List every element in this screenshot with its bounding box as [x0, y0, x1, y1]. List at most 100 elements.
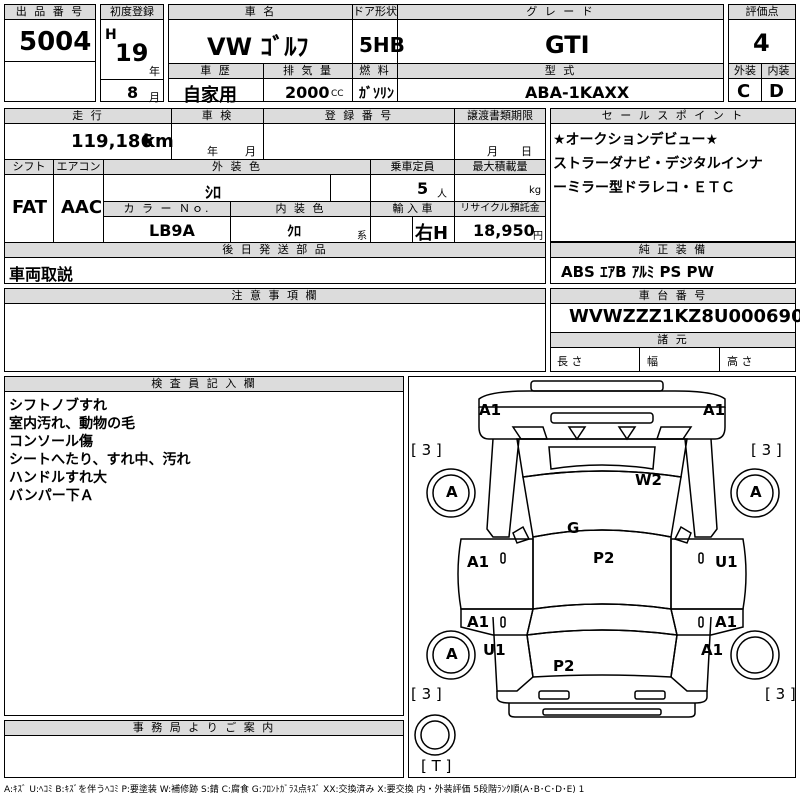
exterior-value: C: [737, 81, 751, 102]
capacity-value: 5: [417, 179, 429, 198]
chassis-box: 車 台 番 号 WVWZZZ1KZ8U000690 諸 元 長 さ 幅 高 さ: [550, 288, 800, 372]
genuine-equipment-label: 純 正 装 備: [551, 243, 795, 257]
sales-point-box: セ ー ル ス ポ イ ン ト ★オークションデビュー★ ストラーダナビ・デジタ…: [550, 108, 796, 242]
history-value: 自家用: [183, 85, 237, 106]
month-value: 8: [127, 83, 139, 102]
vehicle-details-box: 走 行 車 検 登 録 番 号 譲渡書類期限 119,186 km 年 月 月 …: [4, 108, 546, 284]
recycle-fee-label: リサイクル預託金: [455, 202, 545, 216]
chassis-value: WVWZZZ1KZ8U000690: [569, 306, 800, 327]
grade-label: グ レ ー ド: [398, 5, 723, 19]
inspector-line-5: ハンドルすれ大: [9, 470, 107, 486]
tread-rear-left: [ 3 ]: [411, 685, 442, 703]
car-diagram: [414, 380, 780, 756]
later-shipped-value: 車両取説: [9, 265, 74, 284]
mileage-unit: km: [143, 131, 174, 152]
width-label: 幅: [647, 355, 658, 368]
mark-front-left: A1: [479, 401, 502, 419]
mark-trunk: P2: [553, 657, 575, 675]
tread-front-right: [ 3 ]: [751, 441, 782, 459]
mark-hood: G: [567, 519, 580, 537]
interior-value: D: [769, 81, 784, 102]
fuel-value: ｶﾞｿﾘﾝ: [359, 86, 394, 102]
mark-front-right: A1: [703, 401, 726, 419]
first-registration-label: 初度登録: [101, 5, 163, 19]
later-shipped-label: 後 日 発 送 部 品: [5, 243, 545, 257]
displacement-unit: CC: [331, 89, 344, 99]
mark-door-fl: A1: [467, 553, 490, 571]
fuel-label: 燃 料: [353, 64, 397, 78]
interior-label: 内装: [762, 64, 795, 78]
lot-number-box: 出 品 番 号 5004: [4, 4, 96, 102]
notes-label: 注 意 事 項 欄: [5, 289, 545, 303]
lot-number-label: 出 品 番 号: [5, 5, 95, 19]
model-label: 型 式: [398, 64, 723, 78]
mark-quarter-right: A1: [701, 641, 724, 659]
sales-point-label: セ ー ル ス ポ イ ン ト: [551, 109, 795, 123]
inspector-line-6: バンパー下Ａ: [9, 488, 94, 504]
displacement-value: 2000: [285, 83, 330, 102]
tread-front-left: [ 3 ]: [411, 441, 442, 459]
score-label: 評価点: [729, 5, 795, 19]
damage-diagram-box: A1 A1 [ 3 ] [ 3 ] A A W2 G P2 A1 U1 A1 A…: [408, 376, 796, 778]
max-load-unit: kg: [529, 185, 542, 196]
car-name-value: VW ｺﾞﾙﾌ: [207, 33, 309, 61]
specs-label: 諸 元: [551, 333, 795, 347]
model-value: ABA-1KAXX: [525, 83, 630, 102]
inspector-line-1: シフトノブすれ: [9, 398, 107, 414]
capacity-unit: 人: [437, 189, 447, 200]
inspector-line-2: 室内汚れ、動物の毛: [9, 416, 136, 432]
transfer-day-unit: 日: [521, 145, 532, 158]
sales-point-line-3: ーミラー型ドラレコ・ＥＴＣ: [553, 180, 735, 196]
inspector-line-3: コンソール傷: [9, 434, 93, 450]
exterior-color-value: ｼﾛ: [205, 183, 222, 202]
legend-text: A:ｷｽﾞ U:ﾍｺﾐ B:ｷｽﾞを伴うﾍｺﾐ P:要塗装 W:補修跡 S:錆 …: [4, 785, 585, 795]
max-load-label: 最大積載量: [455, 160, 545, 174]
office-info-label: 事 務 局 よ り ご 案 内: [5, 721, 403, 735]
mark-door-fr: U1: [715, 553, 738, 571]
mark-roof: P2: [593, 549, 615, 567]
score-value: 4: [753, 29, 770, 57]
shift-label: シフト: [5, 160, 53, 174]
interior-color-unit: 系: [357, 231, 367, 242]
exterior-label: 外装: [729, 64, 761, 78]
registration-number-label: 登 録 番 号: [264, 109, 454, 123]
era-value: H: [105, 27, 117, 43]
inspection-month-unit: 月: [245, 145, 256, 158]
color-number-value: LB9A: [149, 221, 195, 240]
interior-color-value: ｸﾛ: [287, 224, 301, 240]
history-label: 車 歴: [169, 64, 263, 78]
first-registration-box: 初度登録 H 19 年 8 月: [100, 4, 164, 104]
mark-tire-rl: A: [446, 645, 458, 663]
import-value: 右H: [415, 223, 449, 244]
color-number-label: カ ラ ー Ｎｏ.: [104, 202, 230, 216]
shift-value: FAT: [12, 197, 48, 218]
aircon-label: エアコン: [54, 160, 103, 174]
import-label: 輸 入 車: [371, 202, 454, 216]
year-unit: 年: [149, 65, 160, 78]
genuine-equipment-box: 純 正 装 備 ABS ｴｱB ｱﾙﾐ PS PW: [550, 242, 796, 284]
recycle-fee-unit: 円: [533, 231, 543, 242]
inspector-label: 検 査 員 記 入 欄: [5, 377, 403, 391]
car-info-box: 車 名 ドア形状 グ レ ー ド VW ｺﾞﾙﾌ 5HB GTI 車 歴 排 気…: [168, 4, 724, 106]
mark-tire-fr: A: [750, 483, 762, 501]
height-label: 高 さ: [727, 355, 753, 368]
mark-windshield: W2: [635, 471, 662, 489]
mileage-value: 119,186: [71, 131, 153, 152]
inspection-year-unit: 年: [207, 145, 218, 158]
sales-point-line-1: ★オークションデビュー★: [553, 132, 719, 148]
car-name-label: 車 名: [169, 5, 352, 19]
mileage-label: 走 行: [5, 109, 171, 123]
tread-spare: [ T ]: [421, 757, 452, 775]
score-box: 評価点 4 外装 内装 C D: [728, 4, 796, 102]
capacity-label: 乗車定員: [371, 160, 454, 174]
year-value: 19: [115, 39, 149, 67]
interior-color-label: 内 装 色: [231, 202, 370, 216]
tread-rear-right: [ 3 ]: [765, 685, 796, 703]
mark-tire-fl: A: [446, 483, 458, 501]
aircon-value: AAC: [61, 197, 103, 218]
recycle-fee-value: 18,950: [473, 221, 535, 240]
transfer-month-unit: 月: [487, 145, 498, 158]
month-unit: 月: [149, 91, 160, 104]
grade-value: GTI: [545, 31, 590, 59]
mark-door-rl: A1: [467, 613, 490, 631]
